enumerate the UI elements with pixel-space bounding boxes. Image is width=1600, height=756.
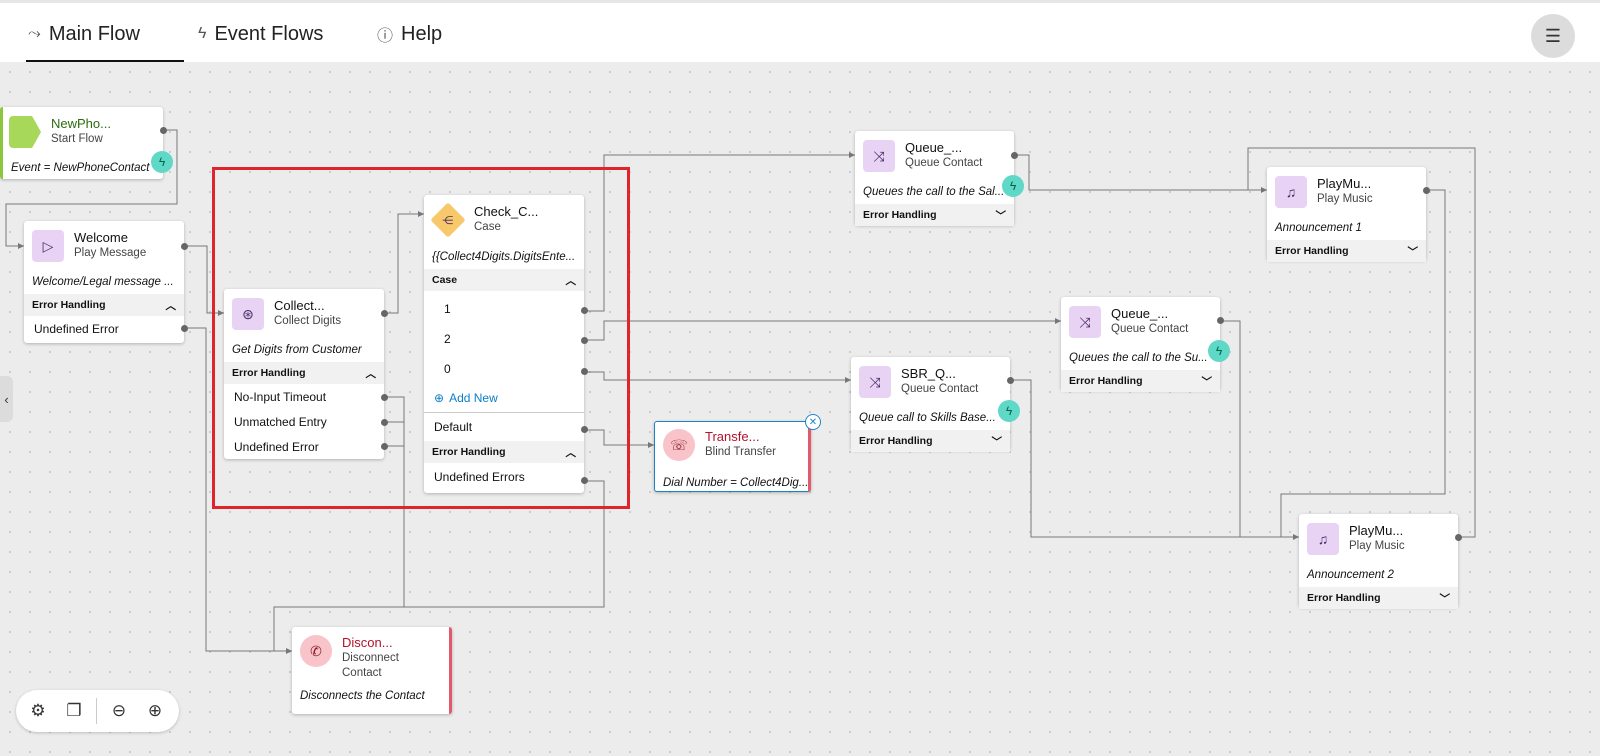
case-row-1[interactable]: 1: [444, 302, 451, 316]
chevron-left-icon: ‹: [4, 391, 9, 407]
collect-digits-icon: ⊛: [232, 298, 264, 330]
error-handling-header[interactable]: Error Handling︿: [24, 294, 184, 316]
collapse-panel-handle[interactable]: ‹: [0, 376, 13, 422]
zoom-out-button[interactable]: ⊖: [101, 693, 137, 729]
zoom-out-icon: ⊖: [111, 701, 127, 720]
chevron-up-icon[interactable]: ︿: [565, 446, 577, 459]
sliders-icon: ☰: [1544, 25, 1562, 46]
chevron-down-icon[interactable]: ﹀: [1201, 375, 1213, 388]
output-port[interactable]: [581, 337, 588, 344]
output-port[interactable]: [581, 477, 588, 484]
output-port[interactable]: [581, 368, 588, 375]
event-bolt-icon[interactable]: ϟ: [1002, 175, 1024, 197]
node-sbr-queue-contact[interactable]: ⤨ SBR_Q... Queue Contact Queue call to S…: [851, 357, 1020, 452]
output-port[interactable]: [160, 127, 167, 134]
top-bar: ⤳ Main Flow ϟ Event Flows ⓘ Help ☰: [0, 0, 1600, 63]
output-port[interactable]: [381, 394, 388, 401]
row-undefined-error[interactable]: Undefined Error: [234, 439, 319, 454]
copy-icon: ❐: [66, 701, 82, 720]
chevron-up-icon[interactable]: ︿: [165, 299, 177, 312]
zoom-in-icon: ⊕: [147, 701, 163, 720]
add-new-case-button[interactable]: ⊕Add New: [434, 391, 498, 405]
zoom-in-button[interactable]: ⊕: [137, 693, 173, 729]
chevron-up-icon[interactable]: ︿: [565, 274, 577, 287]
copy-button[interactable]: ❐: [56, 693, 92, 729]
output-port[interactable]: [181, 325, 188, 332]
chevron-down-icon[interactable]: ﹀: [995, 209, 1007, 222]
node-queue-contact-2[interactable]: ⤨ Queue_... Queue Contact Queues the cal…: [1061, 297, 1230, 392]
case-row-2[interactable]: 2: [444, 332, 451, 346]
gear-icon: ⚙: [30, 701, 46, 720]
disconnect-icon: ✆: [300, 635, 332, 667]
output-port[interactable]: [1007, 377, 1014, 384]
output-port[interactable]: [381, 419, 388, 426]
node-play-music-2[interactable]: ♫ PlayMu... Play Music Announcement 2 Er…: [1299, 514, 1462, 609]
output-port[interactable]: [381, 443, 388, 450]
output-port[interactable]: [1455, 534, 1462, 541]
row-unmatched-entry[interactable]: Unmatched Entry: [234, 414, 327, 429]
error-handling-header[interactable]: Error Handling︿: [224, 362, 384, 384]
output-port[interactable]: [581, 426, 588, 433]
error-handling-header[interactable]: Error Handling﹀: [855, 204, 1014, 226]
blind-transfer-icon: ☏: [663, 429, 695, 461]
panel-settings-button[interactable]: ☰: [1531, 14, 1575, 58]
node-queue-contact-1[interactable]: ⤨ Queue_... Queue Contact Queues the cal…: [855, 131, 1024, 226]
tab-help[interactable]: ⓘ Help: [377, 22, 443, 46]
case-row-0[interactable]: 0: [444, 362, 451, 376]
output-port[interactable]: [181, 243, 188, 250]
toolbar-divider: [96, 698, 97, 724]
case-row-default[interactable]: Default: [434, 420, 473, 434]
row-no-input-timeout[interactable]: No-Input Timeout: [234, 389, 327, 404]
chevron-down-icon[interactable]: ﹀: [1407, 245, 1419, 258]
error-handling-header[interactable]: Error Handling︿: [424, 441, 584, 463]
tab-main-flow[interactable]: ⤳ Main Flow: [26, 21, 184, 63]
node-play-music-1[interactable]: ♫ PlayMu... Play Music Announcement 1 Er…: [1267, 167, 1430, 262]
settings-gear-button[interactable]: ⚙: [20, 693, 56, 729]
node-start-flow[interactable]: NewPho... Start Flow Event = NewPhoneCon…: [0, 107, 173, 179]
help-icon: ⓘ: [377, 28, 394, 45]
close-icon[interactable]: ✕: [805, 414, 821, 430]
start-flow-icon: [9, 116, 41, 148]
queue-shuffle-icon: ⤨: [859, 366, 891, 398]
flow-icon: ⤳: [28, 25, 41, 42]
music-note-icon: ♫: [1275, 176, 1307, 208]
chevron-down-icon[interactable]: ﹀: [1439, 592, 1451, 605]
canvas-toolbar: ⚙ ❐ ⊖ ⊕: [16, 690, 179, 732]
music-note-icon: ♫: [1307, 523, 1339, 555]
plus-circle-icon: ⊕: [434, 391, 445, 405]
error-handling-header[interactable]: Error Handling﹀: [1299, 587, 1458, 609]
error-handling-header[interactable]: Error Handling﹀: [1267, 240, 1426, 262]
bolt-icon: ϟ: [198, 25, 207, 42]
chevron-up-icon[interactable]: ︿: [365, 367, 377, 380]
tab-event-flows[interactable]: ϟ Event Flows: [198, 22, 324, 45]
case-icon: ⋲: [430, 202, 466, 238]
node-blind-transfer[interactable]: ☏ Transfe... Blind Transfer Dial Number …: [654, 414, 821, 492]
row-undefined-errors[interactable]: Undefined Errors: [434, 470, 525, 484]
node-welcome[interactable]: ▷ Welcome Play Message Welcome/Legal mes…: [24, 221, 188, 343]
error-handling-header[interactable]: Error Handling﹀: [851, 430, 1010, 452]
selection-highlight: [212, 167, 630, 509]
event-bolt-icon[interactable]: ϟ: [1208, 340, 1230, 362]
node-collect-digits[interactable]: ⊛ Collect... Collect Digits Get Digits f…: [224, 289, 388, 459]
output-port[interactable]: [581, 307, 588, 314]
error-handling-header[interactable]: Error Handling﹀: [1061, 370, 1220, 392]
event-bolt-icon[interactable]: ϟ: [998, 400, 1020, 422]
output-port[interactable]: [1217, 317, 1224, 324]
output-port[interactable]: [381, 310, 388, 317]
output-port[interactable]: [1423, 187, 1430, 194]
queue-shuffle-icon: ⤨: [1069, 306, 1101, 338]
play-message-icon: ▷: [32, 230, 64, 262]
node-case[interactable]: ⋲ Check_C... Case {{Collect4Digits.Digit…: [424, 195, 588, 493]
queue-shuffle-icon: ⤨: [863, 140, 895, 172]
output-port[interactable]: [1011, 152, 1018, 159]
case-header[interactable]: Case︿: [424, 269, 584, 291]
chevron-down-icon[interactable]: ﹀: [991, 435, 1003, 448]
row-undefined-error[interactable]: Undefined Error: [34, 321, 119, 336]
event-bolt-icon[interactable]: ϟ: [151, 151, 173, 173]
node-disconnect[interactable]: ✆ Discon... Disconnect Contact Disconnec…: [292, 627, 452, 714]
